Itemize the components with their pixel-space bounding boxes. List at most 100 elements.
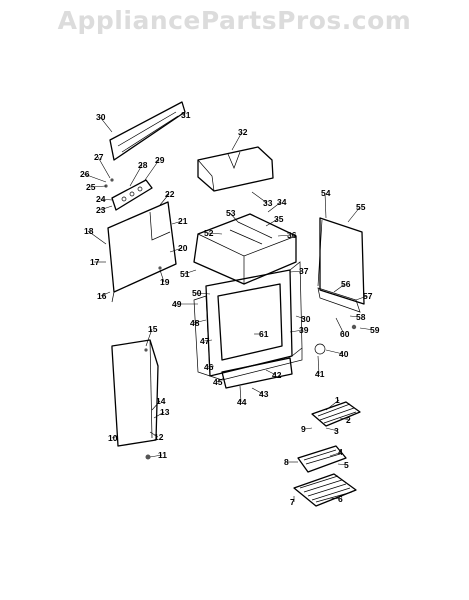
leader-line <box>203 339 213 342</box>
part-6-oven-rack <box>293 473 357 507</box>
part-2-bake-element <box>311 401 361 427</box>
part-label: 61 <box>259 329 269 339</box>
part-label: 57 <box>363 291 373 301</box>
leader-line <box>339 417 351 421</box>
part-label: 32 <box>238 127 248 137</box>
leader-line <box>267 201 282 213</box>
part-label: 33 <box>263 198 273 208</box>
leader-line <box>229 212 239 223</box>
leader-line <box>99 116 113 133</box>
part-label: 2 <box>346 415 351 425</box>
part-label: 52 <box>204 228 214 238</box>
part-label: 9 <box>301 424 306 434</box>
leader-line <box>289 270 304 273</box>
part-label: 35 <box>274 214 284 224</box>
leader-line <box>337 463 349 466</box>
leader-line <box>171 220 183 225</box>
part-label: 47 <box>200 336 210 346</box>
part-label: 58 <box>356 312 366 322</box>
leader-line <box>144 159 160 181</box>
part-label: 28 <box>138 160 148 170</box>
part-label: 13 <box>160 407 170 417</box>
part-label: 1 <box>335 395 340 405</box>
leader-line <box>151 400 161 411</box>
leader-line <box>153 411 165 419</box>
part-label: 12 <box>154 432 164 442</box>
leader-line <box>239 385 242 403</box>
part-label: 40 <box>339 349 349 359</box>
part-label: 3 <box>334 426 339 436</box>
part-label: 41 <box>315 369 325 379</box>
part-label: 4 <box>338 447 343 457</box>
leader-line <box>207 232 223 235</box>
leader-line <box>355 295 368 301</box>
part-label: 22 <box>165 189 175 199</box>
part-10-door <box>111 339 159 447</box>
part-label: 20 <box>178 243 188 253</box>
leader-line <box>159 193 170 206</box>
part-31-trim <box>109 101 186 161</box>
part-label: 59 <box>370 325 380 335</box>
part-label: 24 <box>96 194 106 204</box>
leader-line <box>87 230 107 245</box>
part-label: 55 <box>356 202 366 212</box>
leader-line <box>193 319 207 324</box>
part-43-bottom-frame <box>221 357 293 389</box>
part-label: 21 <box>178 216 188 226</box>
part-label: 30 <box>301 314 311 324</box>
part-label: 49 <box>172 299 182 309</box>
leader-line <box>216 377 225 383</box>
part-label: 56 <box>341 279 351 289</box>
leader-line <box>129 164 143 187</box>
part-label: 7 <box>290 497 295 507</box>
leader-line <box>97 156 111 179</box>
part-label: 37 <box>299 266 309 276</box>
leader-line <box>295 315 306 320</box>
leader-line <box>335 317 345 335</box>
leader-line <box>183 269 197 275</box>
leader-line <box>304 427 313 430</box>
part-4-broil-pan <box>297 445 347 473</box>
part-54-rear-panel <box>317 217 365 313</box>
leader-line <box>99 205 113 211</box>
part-label: 16 <box>97 291 107 301</box>
part-label: 44 <box>237 397 247 407</box>
leader-line <box>145 328 153 347</box>
part-label: 48 <box>190 318 200 328</box>
part-16-side-panel <box>107 201 177 303</box>
part-label: 17 <box>90 257 100 267</box>
part-label: 25 <box>86 182 96 192</box>
leader-line <box>324 192 327 219</box>
small-hardware <box>104 178 357 460</box>
part-label: 31 <box>181 110 191 120</box>
part-label: 45 <box>213 377 223 387</box>
leader-line <box>325 349 344 355</box>
leader-line <box>89 185 107 188</box>
part-label: 19 <box>160 277 170 287</box>
part-label: 27 <box>94 152 104 162</box>
leader-line <box>329 497 343 500</box>
leader-line <box>347 206 361 223</box>
leader-line <box>359 327 375 331</box>
part-label: 42 <box>272 370 282 380</box>
leader-line <box>99 198 113 201</box>
leader-line <box>329 451 343 457</box>
leader-lines <box>83 113 375 502</box>
part-label: 29 <box>155 155 165 165</box>
part-32-vent <box>197 146 274 192</box>
leader-line <box>183 113 186 116</box>
leader-line <box>333 283 346 293</box>
part-label: 34 <box>277 197 287 207</box>
part-label: 43 <box>259 389 269 399</box>
leader-line <box>207 365 215 368</box>
part-label: 50 <box>192 288 202 298</box>
part-label: 10 <box>108 433 118 443</box>
leader-line <box>111 435 119 439</box>
watermark-logo: AppliancePartsPros.com <box>57 6 412 35</box>
leader-line <box>265 218 279 227</box>
leader-line <box>149 431 159 438</box>
leader-line <box>169 247 183 253</box>
part-label: 60 <box>340 329 350 339</box>
oven-cavity <box>193 261 303 381</box>
